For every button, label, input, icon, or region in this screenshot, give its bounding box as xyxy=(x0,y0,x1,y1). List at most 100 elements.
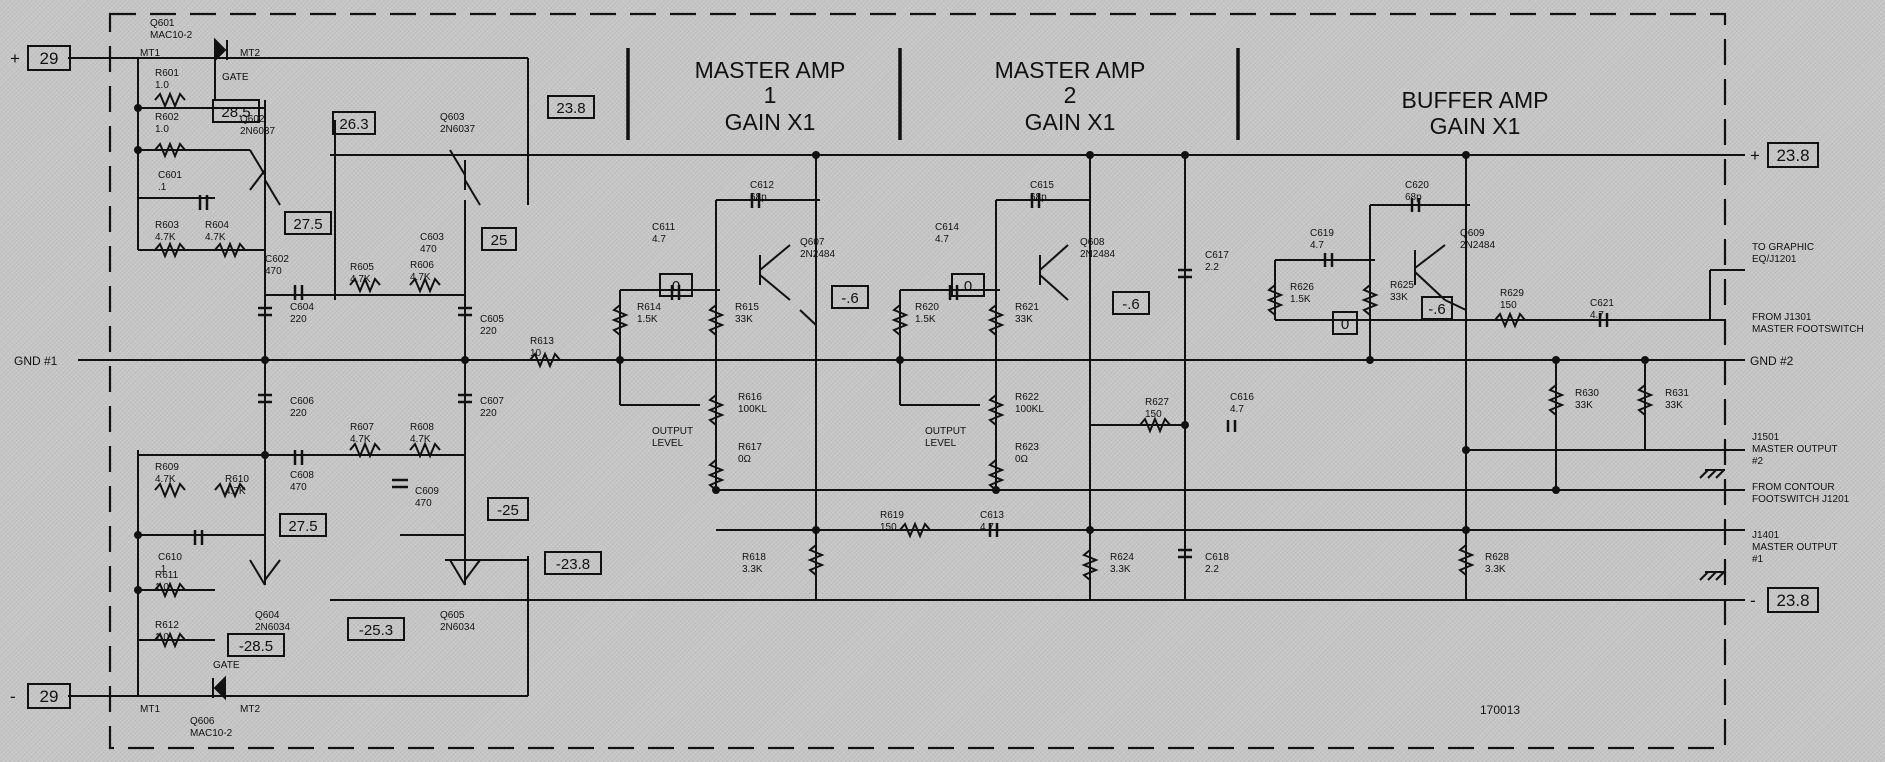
component-label-r611-1: 1.0 xyxy=(155,582,169,593)
component-label-c617-0: C617 xyxy=(1205,250,1229,261)
component-label-q603-1: 2N6037 xyxy=(440,124,475,135)
component-label-r618-0: R618 xyxy=(742,552,766,563)
component-label-out2-1: LEVEL xyxy=(925,438,957,449)
component-label-q605-0: Q605 xyxy=(440,610,465,621)
voltage-v0_b: 0 xyxy=(964,278,972,295)
buffer-gain: GAIN X1 xyxy=(1430,113,1521,139)
buffer-title: BUFFER AMP xyxy=(1402,87,1549,113)
voltage-box-v263 xyxy=(332,111,376,135)
master1-gain: GAIN X1 xyxy=(725,109,816,135)
component-label-out1-0: OUTPUT xyxy=(652,426,693,437)
connector-label-j1401-0: J1401 xyxy=(1752,530,1780,541)
header-master-amp-2: MASTER AMP 2 GAIN X1 xyxy=(995,57,1146,135)
component-label-c618-1: 2.2 xyxy=(1205,564,1219,575)
component-label-r611-0: R611 xyxy=(155,570,179,581)
ground-symbol-2 xyxy=(1699,571,1725,581)
component-label-r604-1: 4.7K xyxy=(205,232,226,243)
component-label-c615-1: 68p xyxy=(1030,192,1047,203)
component-label-r618-1: 3.3K xyxy=(742,564,763,575)
component-label-r628-0: R628 xyxy=(1485,552,1509,563)
component-label-q606-1: MAC10-2 xyxy=(190,728,233,739)
component-label-c607-1: 220 xyxy=(480,408,497,419)
component-label-r615-0: R615 xyxy=(735,302,759,313)
component-label-r610-1: 4.7K xyxy=(225,486,246,497)
voltage-v0_c: 0 xyxy=(1341,316,1349,333)
pos-in-label: 29 xyxy=(40,49,59,68)
component-label-r607-0: R607 xyxy=(350,422,374,433)
component-label-c611-1: 4.7 xyxy=(652,234,666,245)
component-label-r623-1: 0Ω xyxy=(1015,454,1029,465)
component-label-r604-0: R604 xyxy=(205,220,229,231)
component-label-r607-1: 4.7K xyxy=(350,434,371,445)
connector-label-j1501-0: J1501 xyxy=(1752,432,1780,443)
component-label-c603-1: 470 xyxy=(420,244,437,255)
component-label-c618-0: C618 xyxy=(1205,552,1229,563)
minus-sign: - xyxy=(10,687,16,706)
drawing-number: 170013 xyxy=(1480,703,1520,717)
component-label-r603-0: R603 xyxy=(155,220,179,231)
voltage-v275_top: 27.5 xyxy=(293,216,322,233)
voltage-box-v285_top xyxy=(212,99,260,123)
voltage-v06_a: -.6 xyxy=(841,290,859,307)
component-label-q604-1: 2N6034 xyxy=(255,622,290,633)
gnd1-label: GND #1 xyxy=(14,354,58,368)
component-label-r612-0: R612 xyxy=(155,620,179,631)
component-label-c604-1: 220 xyxy=(290,314,307,325)
component-label-r612-1: 1.0 xyxy=(155,632,169,643)
connector-label-from_j1301-0: FROM J1301 xyxy=(1752,312,1812,323)
component-label-c610-1: .1 xyxy=(158,564,167,575)
component-label-c621-0: C621 xyxy=(1590,298,1614,309)
component-label-c605-0: C605 xyxy=(480,314,504,325)
voltage-v06_b: -.6 xyxy=(1122,296,1140,313)
component-label-r601-0: R601 xyxy=(155,68,179,79)
component-label-c608-0: C608 xyxy=(290,470,314,481)
connector-label-to_graphic-0: TO GRAPHIC xyxy=(1752,242,1814,253)
component-label-c613-1: 4.7 xyxy=(980,522,994,533)
component-label-r617-0: R617 xyxy=(738,442,762,453)
component-label-c603-0: C603 xyxy=(420,232,444,243)
component-label-c615-0: C615 xyxy=(1030,180,1054,191)
connector-label-to_graphic-1: EQ/J1201 xyxy=(1752,254,1797,265)
voltage-vm285: -28.5 xyxy=(239,638,273,655)
component-label-out1-1: LEVEL xyxy=(652,438,684,449)
connector-label-j1401-2: #1 xyxy=(1752,554,1764,565)
voltage-v275_bot: 27.5 xyxy=(288,518,317,535)
voltage-box-v06_b xyxy=(1112,291,1150,315)
component-label-r627-1: 150 xyxy=(1145,409,1162,420)
component-label-q601-1: MAC10-2 xyxy=(150,30,193,41)
component-label-gate_bot-0: GATE xyxy=(213,660,240,671)
voltage-v285_top: 28.5 xyxy=(221,104,250,121)
voltage-v06_c: -.6 xyxy=(1428,301,1446,318)
component-label-r615-1: 33K xyxy=(735,314,753,325)
ground-symbol-1 xyxy=(1699,469,1725,479)
neg-out-label: 23.8 xyxy=(1776,591,1809,610)
component-label-r602-0: R602 xyxy=(155,112,179,123)
component-label-r630-1: 33K xyxy=(1575,400,1593,411)
voltage-box-vm253 xyxy=(347,617,405,641)
q603-transistor xyxy=(449,149,481,206)
component-label-r627-0: R627 xyxy=(1145,397,1169,408)
component-label-q601-0: Q601 xyxy=(150,18,175,29)
dashed-border xyxy=(108,12,1727,750)
component-label-mt1-0: MT1 xyxy=(140,48,160,59)
component-label-q602-0: Q602 xyxy=(240,114,265,125)
neg-in-box xyxy=(27,683,71,709)
component-label-q608-1: 2N2484 xyxy=(1080,249,1115,260)
voltage-v25: 25 xyxy=(491,232,508,249)
component-label-r608-0: R608 xyxy=(410,422,434,433)
minus-sign-out: - xyxy=(1750,591,1756,610)
connector-label-from_j1301-1: MASTER FOOTSWITCH xyxy=(1752,324,1864,335)
component-label-r620-1: 1.5K xyxy=(915,314,936,325)
component-label-r614-0: R614 xyxy=(637,302,661,313)
component-label-r622-0: R622 xyxy=(1015,392,1039,403)
voltage-box-vm25 xyxy=(487,497,529,521)
component-label-q608-0: Q608 xyxy=(1080,237,1105,248)
component-label-r619-1: 150 xyxy=(880,522,897,533)
component-label-c609-1: 470 xyxy=(415,498,432,509)
voltage-box-vm285 xyxy=(227,633,285,657)
component-label-q606-0: Q606 xyxy=(190,716,215,727)
component-label-r617-1: 0Ω xyxy=(738,454,752,465)
master1-number: 1 xyxy=(764,82,777,108)
